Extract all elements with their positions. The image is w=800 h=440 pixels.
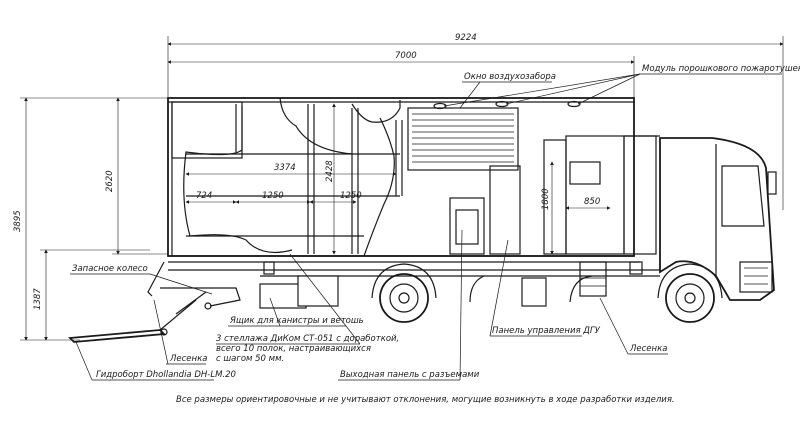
dimension-overall-length: 9224 bbox=[167, 33, 784, 210]
dim-text-850: 850 bbox=[584, 197, 600, 207]
label-spare-wheel: Запасное колесо bbox=[70, 264, 213, 295]
front-wheel bbox=[657, 263, 723, 323]
interior-dimensions: 3374 724 1250 1250 2428 bbox=[185, 103, 397, 255]
dimension-floor-height: 1387 bbox=[33, 249, 150, 341]
chassis bbox=[168, 261, 660, 309]
svg-text:с шагом 50 мм.: с шагом 50 мм. bbox=[216, 354, 284, 364]
tail-lift bbox=[68, 261, 241, 343]
label-racks: 3 стеллажа ДиКом СТ-051 с доработкой, вс… bbox=[216, 253, 399, 364]
label-ladder-rear: Лесенка bbox=[153, 299, 207, 365]
cargo-body bbox=[167, 97, 640, 263]
dim-text-2620: 2620 bbox=[105, 170, 115, 192]
label-fire-module: Модуль порошкового пожаротушения bbox=[443, 64, 800, 107]
dim-text-1250b: 1250 bbox=[340, 191, 362, 201]
svg-text:Выходная панель с разъемами: Выходная панель с разъемами bbox=[340, 370, 480, 380]
dim-text-1387: 1387 bbox=[33, 288, 43, 310]
air-intake-window bbox=[407, 100, 581, 171]
svg-text:Модуль порошкового пожаротушен: Модуль порошкового пожаротушения bbox=[642, 64, 800, 74]
svg-text:Лесенка: Лесенка bbox=[629, 344, 667, 354]
dim-text-7000: 7000 bbox=[395, 51, 417, 61]
footnote: Все размеры ориентировочные и не учитыва… bbox=[176, 395, 675, 405]
dimension-overall-height: 3895 bbox=[13, 97, 168, 341]
truck-cab bbox=[659, 137, 777, 301]
dim-text-724: 724 bbox=[196, 191, 212, 201]
cutaway-outline bbox=[183, 97, 401, 257]
svg-text:Гидроборт Dhollandia DH-LM.20: Гидроборт Dhollandia DH-LM.20 bbox=[96, 370, 236, 380]
label-output-panel: Выходная панель с разъемами bbox=[338, 229, 480, 381]
rear-wheel bbox=[371, 263, 437, 323]
svg-text:Лесенка: Лесенка bbox=[169, 354, 207, 364]
racks bbox=[186, 104, 403, 254]
label-air-intake: Окно воздухозабора bbox=[459, 72, 556, 109]
dim-text-1250a: 1250 bbox=[262, 191, 284, 201]
svg-text:Окно воздухозабора: Окно воздухозабора bbox=[464, 72, 556, 82]
label-canister-box: Ящик для канистры и ветошь bbox=[228, 297, 364, 327]
svg-text:Запасное колесо: Запасное колесо bbox=[72, 264, 148, 274]
dimension-body-height: 2620 bbox=[105, 97, 168, 255]
dim-text-2428: 2428 bbox=[325, 160, 335, 182]
label-dgu-panel: Панель управления ДГУ bbox=[489, 239, 601, 337]
middle-wheel bbox=[469, 275, 593, 303]
dim-text-1800: 1800 bbox=[541, 188, 551, 210]
dim-text-9224: 9224 bbox=[455, 33, 477, 43]
front-cabinet: 1800 850 bbox=[541, 135, 660, 255]
svg-text:Ящик для канистры и ветошь: Ящик для канистры и ветошь bbox=[229, 316, 364, 326]
svg-text:Панель управления ДГУ: Панель управления ДГУ bbox=[492, 326, 601, 336]
dim-text-3895: 3895 bbox=[13, 210, 23, 232]
dim-text-3374: 3374 bbox=[274, 163, 296, 173]
svg-text:всего 10 полок, настраивающихс: всего 10 полок, настраивающихся bbox=[216, 344, 371, 354]
label-tail-lift: Гидроборт Dhollandia DH-LM.20 bbox=[75, 341, 236, 381]
label-ladder-front: Лесенка bbox=[599, 297, 668, 355]
svg-text:3 стеллажа ДиКом СТ-051 с дора: 3 стеллажа ДиКом СТ-051 с доработкой, bbox=[216, 334, 399, 344]
